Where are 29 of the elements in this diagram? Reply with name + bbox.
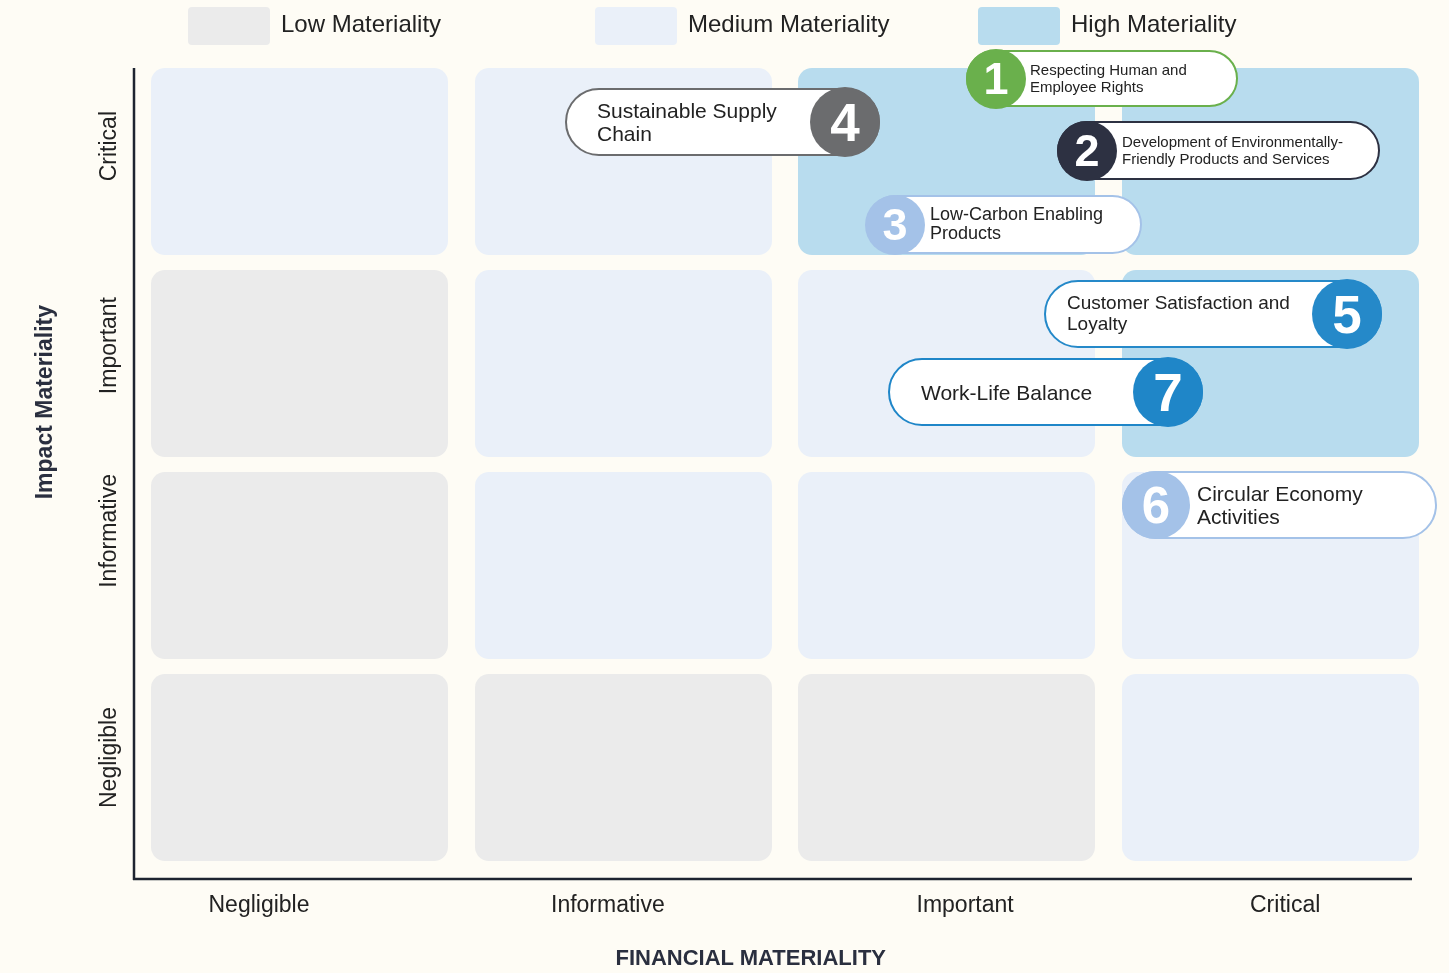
number-badge: 1 <box>966 48 1026 109</box>
topic-label: Low-Carbon Enabling Products <box>930 204 1105 245</box>
axis-title: Impact Materiality <box>30 305 58 500</box>
topic-label: Development of Environmentally-Friendly Products and Services <box>1122 134 1344 167</box>
number-badge: 4 <box>810 87 880 157</box>
axis-tick-label: Negligible <box>94 706 122 808</box>
legend-label: Low Materiality <box>281 10 442 38</box>
axis-tick-label: Negligible <box>208 890 310 918</box>
topic-label: Work-Life Balance <box>921 380 1094 404</box>
axis-tick-label: Critical <box>1250 890 1321 918</box>
legend-label: Medium Materiality <box>688 10 890 38</box>
topic-label: Respecting Human and Employee Rights <box>1030 62 1188 95</box>
topic-label: Circular Economy Activities <box>1197 482 1364 529</box>
axis-title: FINANCIAL MATERIALITY <box>615 945 886 971</box>
topic-pill <box>1057 121 1380 180</box>
axis-tick-label: Important <box>94 296 122 394</box>
axis-tick-label: Informative <box>551 890 665 918</box>
topic-pill <box>966 50 1238 107</box>
axis-tick-label: Important <box>916 890 1014 918</box>
topic-pill <box>866 195 1142 254</box>
legend-label: High Materiality <box>1071 10 1237 38</box>
axis-tick-label: Critical <box>94 111 122 182</box>
axis-tick-label: Informative <box>94 474 122 588</box>
number-badge: 7 <box>1133 357 1203 427</box>
number-badge: 6 <box>1122 471 1190 539</box>
number-badge: 5 <box>1312 279 1382 349</box>
topic-label: Sustainable Supply Chain <box>597 99 778 146</box>
topic-pill <box>1122 471 1437 539</box>
topic-label: Customer Satisfaction and Loyalty <box>1067 293 1291 335</box>
